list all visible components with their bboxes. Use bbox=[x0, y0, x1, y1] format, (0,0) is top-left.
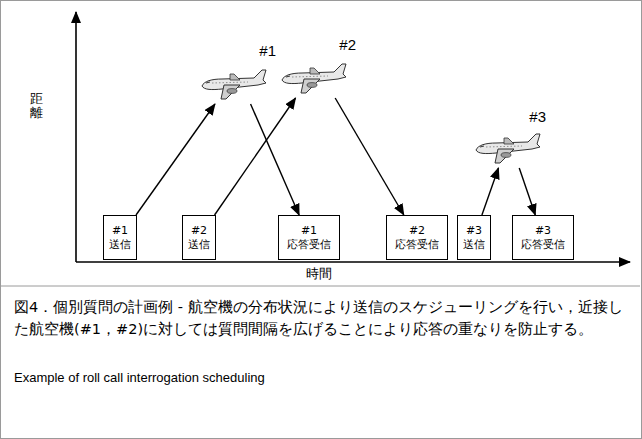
process-box: #1 送信 bbox=[103, 215, 137, 260]
axis-label: 時間 bbox=[306, 265, 332, 283]
process-box: #3 送信 bbox=[457, 215, 491, 260]
process-box: #1 応答受信 bbox=[278, 215, 340, 260]
aircraft: #1 bbox=[196, 42, 278, 104]
aircraft-number: #1 bbox=[259, 42, 276, 59]
box-label: #3 送信 bbox=[461, 224, 487, 250]
signal-arrow bbox=[482, 168, 499, 215]
process-box: #2 送信 bbox=[182, 215, 216, 260]
airplane-icon bbox=[470, 128, 542, 168]
process-box: #2 応答受信 bbox=[386, 215, 448, 260]
airplane-icon bbox=[196, 64, 268, 104]
airplane-icon bbox=[276, 58, 348, 98]
box-label: #2 送信 bbox=[186, 224, 212, 250]
box-label: #3 応答受信 bbox=[516, 224, 570, 250]
aircraft-number: #3 bbox=[529, 108, 546, 125]
x-axis bbox=[76, 261, 630, 263]
process-box: #3 応答受信 bbox=[512, 215, 574, 260]
signal-arrow bbox=[335, 98, 404, 215]
aircraft-number: #2 bbox=[339, 36, 356, 53]
figure-caption: 図4．個別質問の計画例 - 航空機の分布状況により送信のスケジューリングを行い，… bbox=[14, 296, 626, 340]
box-label: #1 応答受信 bbox=[282, 224, 336, 250]
signal-arrow bbox=[136, 104, 215, 215]
signal-arrow bbox=[215, 98, 296, 215]
caption-divider bbox=[1, 286, 640, 287]
box-label: #2 応答受信 bbox=[390, 224, 444, 250]
box-label: #1 送信 bbox=[107, 224, 133, 250]
y-axis bbox=[75, 12, 77, 262]
signal-arrow bbox=[251, 104, 300, 215]
english-caption: Example of roll call interrogation sched… bbox=[14, 370, 265, 385]
aircraft: #3 bbox=[470, 108, 548, 168]
aircraft: #2 bbox=[276, 36, 358, 98]
axis-label: 距離 bbox=[30, 92, 43, 121]
signal-arrow bbox=[519, 168, 535, 215]
